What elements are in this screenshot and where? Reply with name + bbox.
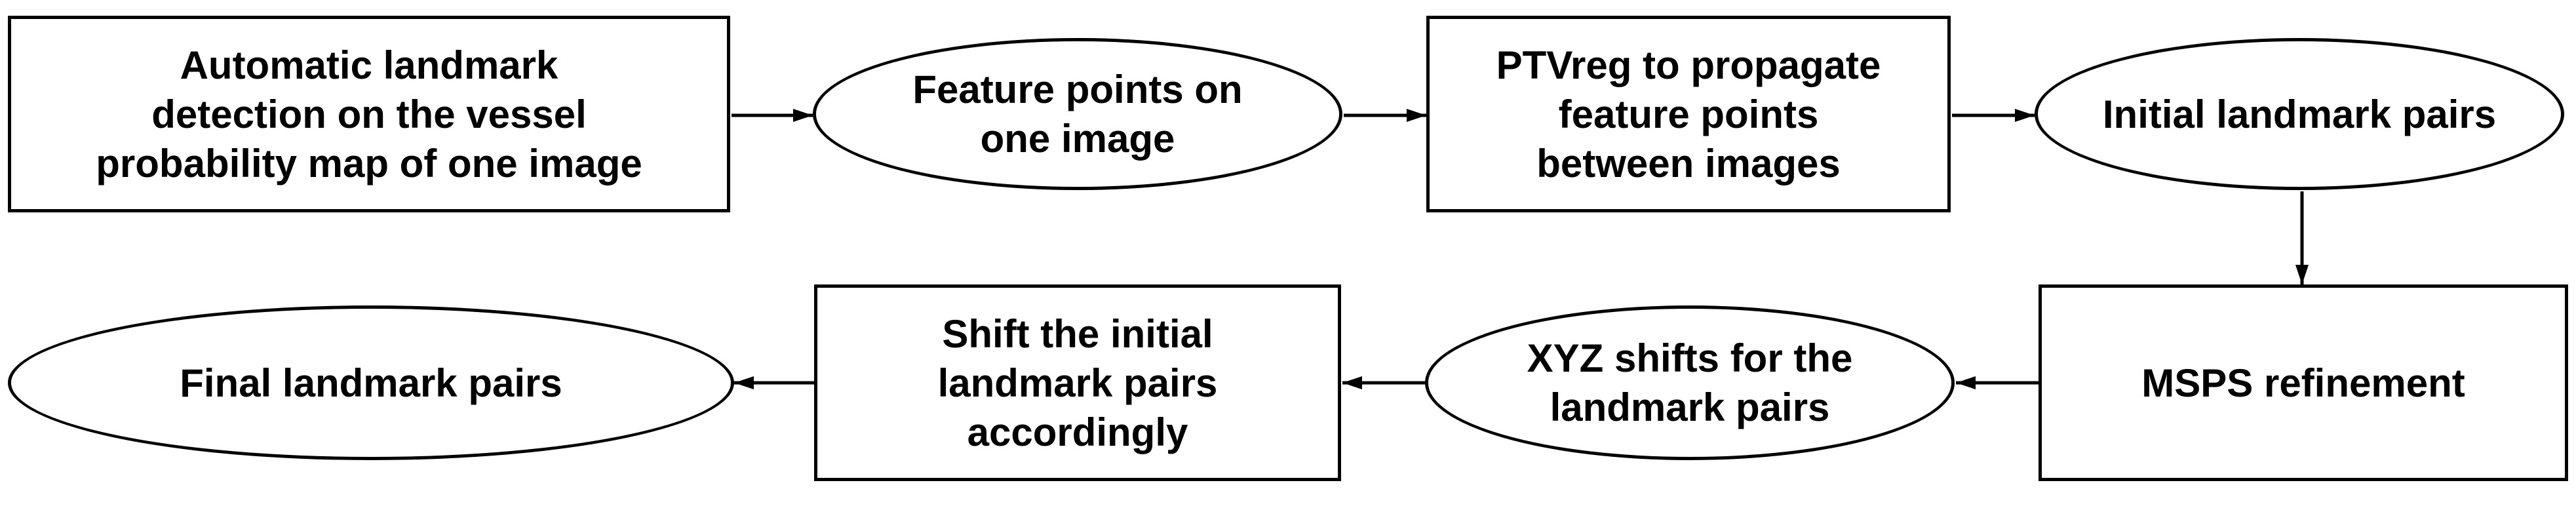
node-ptvreg-propagate-label: PTVreg to propagate feature points betwe… (1496, 43, 1881, 186)
node-ptvreg-propagate: PTVreg to propagate feature points betwe… (1426, 16, 1951, 212)
node-xyz-shifts-label: XYZ shifts for the landmark pairs (1527, 336, 1853, 429)
node-msps-refinement-label: MSPS refinement (2141, 361, 2465, 405)
node-msps-refinement: MSPS refinement (2039, 284, 2568, 481)
node-landmark-detection: Automatic landmark detection on the vess… (8, 16, 730, 212)
node-feature-points-label: Feature points on one image (912, 68, 1243, 161)
node-shift-initial-pairs-label: Shift the initial landmark pairs accordi… (937, 311, 1218, 454)
node-landmark-detection-label: Automatic landmark detection on the vess… (96, 43, 642, 186)
node-xyz-shifts: XYZ shifts for the landmark pairs (1425, 305, 1955, 460)
node-final-landmark-pairs-label: Final landmark pairs (180, 361, 562, 405)
node-initial-landmark-pairs: Initial landmark pairs (2035, 38, 2564, 190)
node-feature-points: Feature points on one image (813, 38, 1342, 190)
node-final-landmark-pairs: Final landmark pairs (8, 305, 734, 460)
node-shift-initial-pairs: Shift the initial landmark pairs accordi… (814, 284, 1341, 481)
node-initial-landmark-pairs-label: Initial landmark pairs (2102, 92, 2497, 136)
